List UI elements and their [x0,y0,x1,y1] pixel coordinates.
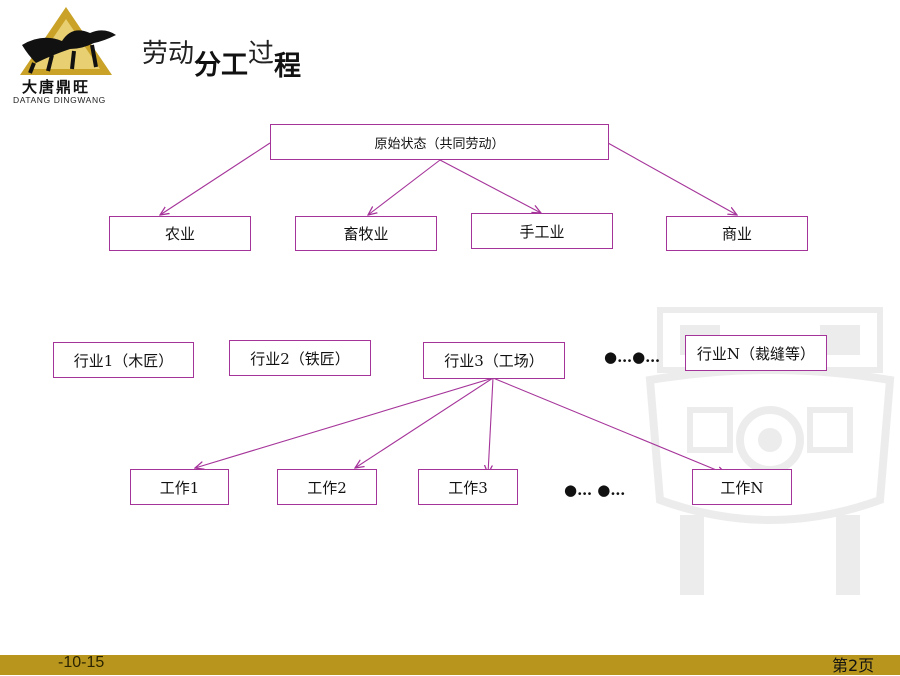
footer-date: -10-15 [58,654,105,671]
page-number: 第2页 [832,656,875,675]
industry-3: 行业3（工场） [423,342,565,379]
job-n: 工作N [692,469,792,505]
footer-bar [0,655,900,675]
arrow-root-to-commerce [607,142,737,215]
job-2: 工作2 [277,469,377,505]
sector-husbandry: 畜牧业 [295,216,437,251]
logo-chinese-name: 大唐鼎旺 [22,78,91,96]
sector-agriculture: 农业 [109,216,251,251]
arrow-industry3-to-jobN [492,377,726,474]
industry-ellipsis: ●…●… [604,348,661,366]
sector-commerce: 商业 [666,216,808,251]
industry-2: 行业2（铁匠） [229,340,371,376]
title-part-3: 过 [248,39,275,69]
page-title: 劳动分工过程 [142,39,301,80]
arrow-industry3-to-job3 [488,377,494,474]
job-3: 工作3 [418,469,518,505]
job-1: 工作1 [130,469,229,505]
logo-english-name: DATANG DINGWANG [13,95,106,105]
arrow-root-to-husbandry [368,159,441,215]
title-part-2: 分工 [194,50,249,81]
arrow-industry3-to-job1 [195,377,494,468]
root-node: 原始状态（共同劳动） [270,124,609,160]
arrow-root-to-handicraft [439,159,541,213]
title-part-4: 程 [274,51,302,82]
arrow-root-to-agriculture [160,142,271,215]
arrow-industry3-to-job2 [355,377,494,468]
industry-n: 行业N（裁缝等） [685,335,827,371]
sector-handicraft: 手工业 [471,213,613,249]
job-ellipsis: ●… ●… [564,481,626,499]
industry-1: 行业1（木匠） [53,342,194,378]
title-part-1: 劳动 [142,39,195,69]
datang-dingwang-logo-icon [20,7,116,75]
